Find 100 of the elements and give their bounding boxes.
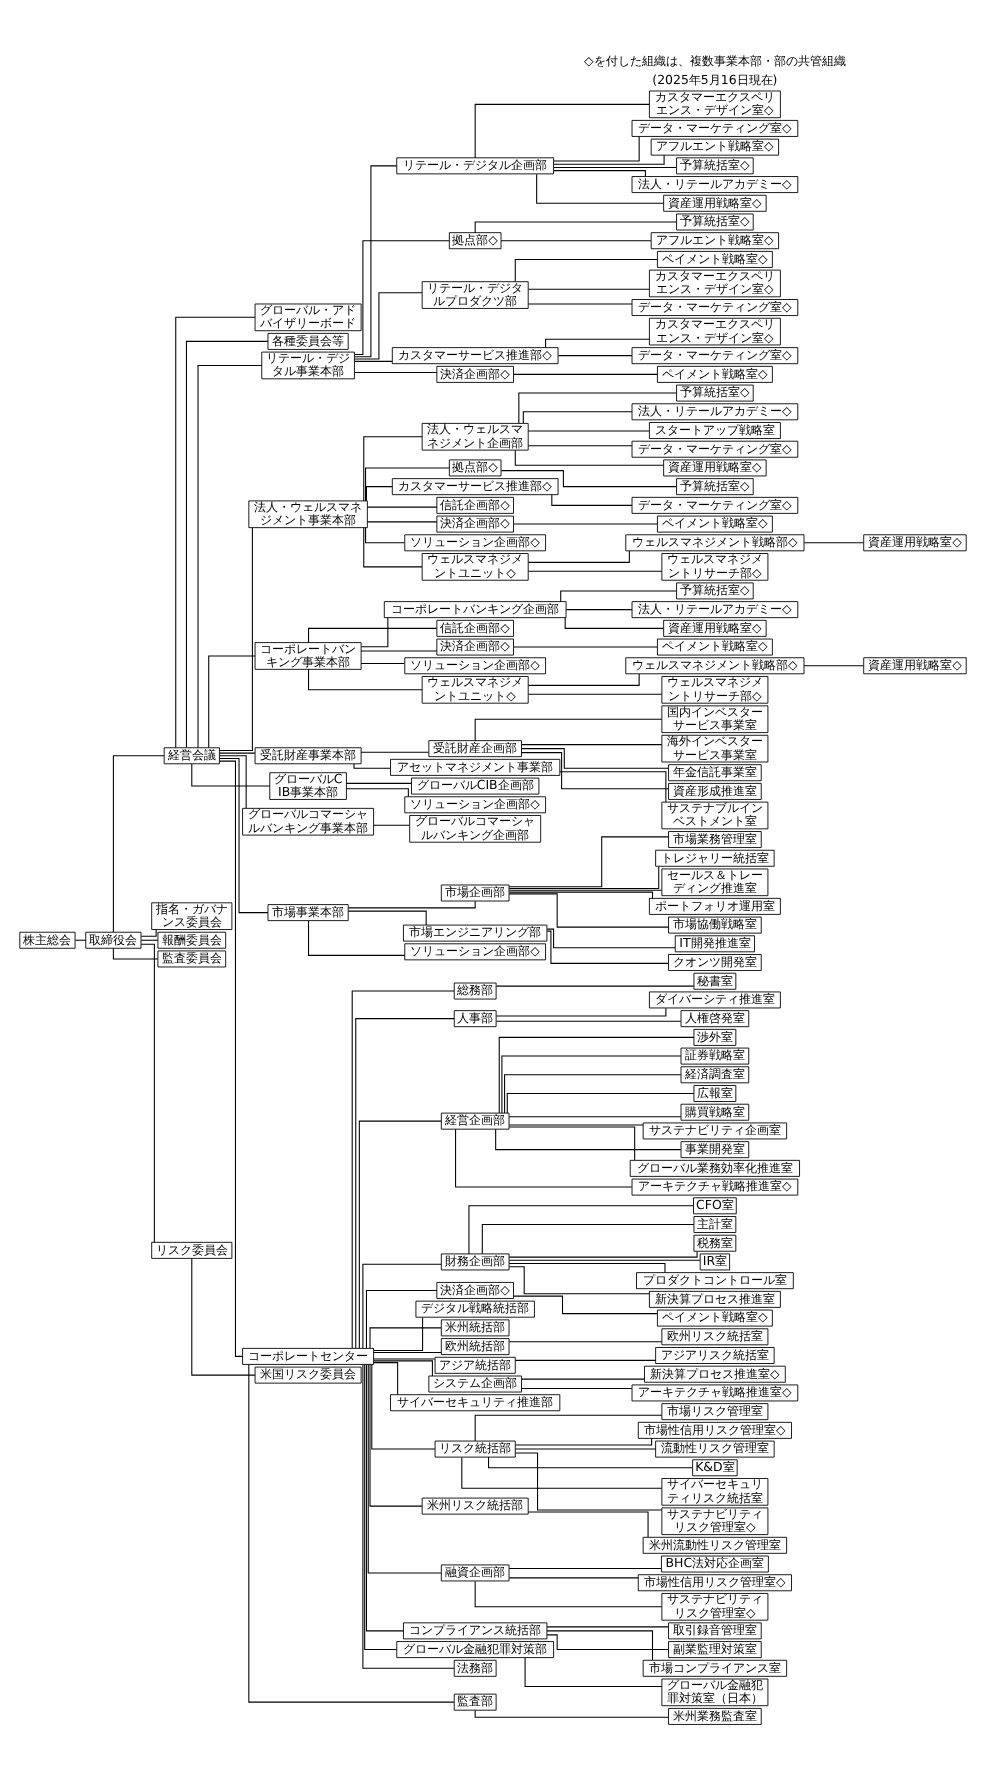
- connector: [354, 291, 423, 359]
- connector: [308, 667, 423, 690]
- connector: [365, 526, 406, 543]
- connector: [360, 662, 406, 664]
- connector: [506, 1091, 695, 1113]
- connector: [219, 754, 247, 808]
- connector: [175, 315, 256, 747]
- connector: [365, 466, 450, 501]
- connector: [553, 169, 646, 176]
- connector: [501, 1054, 682, 1113]
- connector: [513, 372, 658, 374]
- connector: [514, 1358, 657, 1360]
- connector: [500, 239, 652, 241]
- connector: [191, 762, 271, 786]
- connector: [508, 1258, 701, 1260]
- connector: [508, 1566, 662, 1569]
- connector: [347, 909, 427, 925]
- connector: [366, 505, 438, 507]
- connector: [521, 1386, 633, 1388]
- connector: [474, 1413, 663, 1441]
- connector: [369, 1326, 442, 1348]
- connector: [560, 589, 677, 602]
- connector: [373, 1316, 424, 1350]
- connector: [514, 1447, 657, 1449]
- connector: [219, 526, 253, 750]
- connector: [527, 429, 650, 431]
- connector: [495, 1127, 682, 1150]
- connector: [513, 522, 658, 524]
- connector: [527, 672, 640, 685]
- connector: [508, 892, 669, 927]
- connector: [197, 363, 263, 748]
- connector: [369, 1362, 423, 1506]
- connector: [546, 1633, 669, 1650]
- connector: [508, 1262, 666, 1273]
- connector: [219, 756, 269, 913]
- connector: [363, 435, 423, 501]
- connector: [345, 781, 412, 783]
- connector: [514, 257, 658, 281]
- connector: [521, 743, 663, 745]
- connector: [362, 1362, 455, 1668]
- connector: [508, 865, 660, 889]
- connector: [803, 541, 864, 543]
- connector: [360, 750, 430, 752]
- connector: [218, 759, 243, 1356]
- connector: [191, 1257, 256, 1375]
- connector: [488, 1455, 693, 1468]
- connector: [514, 1451, 663, 1510]
- connector: [545, 337, 650, 347]
- connector: [551, 493, 633, 505]
- connector: [353, 762, 391, 768]
- connector: [508, 835, 670, 887]
- connector: [248, 1363, 455, 1702]
- connector: [373, 823, 411, 825]
- connector: [559, 770, 667, 802]
- connector: [522, 410, 633, 423]
- connector: [495, 1006, 667, 1016]
- connector: [365, 1363, 404, 1631]
- connector: [474, 1579, 663, 1607]
- connector: [74, 938, 87, 940]
- connector: [514, 448, 664, 465]
- connector: [513, 645, 658, 647]
- connector: [308, 919, 406, 955]
- connector: [474, 102, 650, 158]
- connector: [208, 654, 256, 748]
- connector: [521, 1377, 645, 1379]
- connector: [366, 520, 438, 522]
- connector: [468, 1204, 695, 1254]
- connector: [564, 616, 664, 628]
- connector: [455, 1127, 633, 1187]
- connector: [140, 938, 159, 940]
- connector: [373, 1357, 436, 1359]
- connector: [521, 751, 670, 789]
- connector: [527, 569, 663, 571]
- connector: [461, 1455, 663, 1488]
- connector: [363, 526, 423, 567]
- connector: [508, 1576, 639, 1578]
- connector: [360, 616, 389, 647]
- connector: [508, 1340, 663, 1342]
- connector: [515, 1436, 653, 1445]
- connector: [348, 899, 476, 908]
- connector: [367, 1363, 442, 1573]
- connector: [527, 302, 633, 304]
- connector: [546, 1629, 654, 1660]
- connector: [140, 928, 157, 936]
- connector: [557, 354, 633, 356]
- connector: [495, 1019, 682, 1021]
- connector: [364, 1363, 398, 1650]
- connector: [219, 751, 256, 753]
- connector: [371, 1363, 436, 1449]
- connector: [536, 172, 665, 203]
- connector: [474, 1708, 669, 1717]
- connector: [508, 888, 663, 890]
- connector: [481, 1222, 695, 1254]
- connector: [354, 239, 450, 354]
- connector: [527, 444, 633, 446]
- connector: [521, 747, 669, 768]
- connector: [360, 649, 438, 651]
- connector: [546, 1625, 669, 1627]
- connector: [527, 549, 630, 562]
- connector: [498, 1035, 695, 1113]
